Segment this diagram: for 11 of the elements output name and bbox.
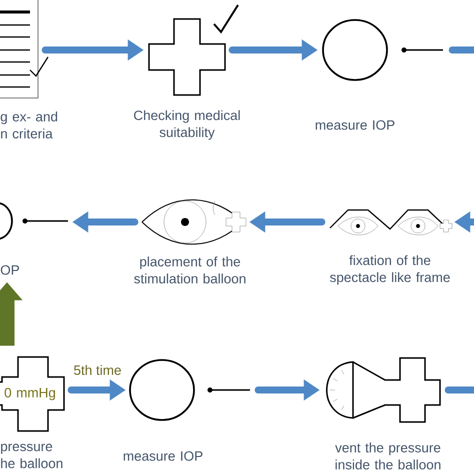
node-label: placement of the stimulation balloon	[134, 256, 246, 284]
node-label: pressure he balloon	[1, 444, 62, 468]
node-label: OP	[0, 265, 19, 275]
node-label: vent the pressure inside the balloon	[335, 442, 440, 470]
node-label: Checking medical suitability	[134, 110, 240, 140]
node-label: 0 mmHg	[4, 388, 55, 400]
node-label: measure IOP	[316, 120, 394, 130]
node-label: fixation of the spectacle like frame	[330, 255, 450, 285]
edge-label: 5th time	[74, 365, 121, 375]
node-label: g ex- and n criteria	[0, 112, 58, 138]
node-label: measure IOP	[124, 451, 202, 461]
